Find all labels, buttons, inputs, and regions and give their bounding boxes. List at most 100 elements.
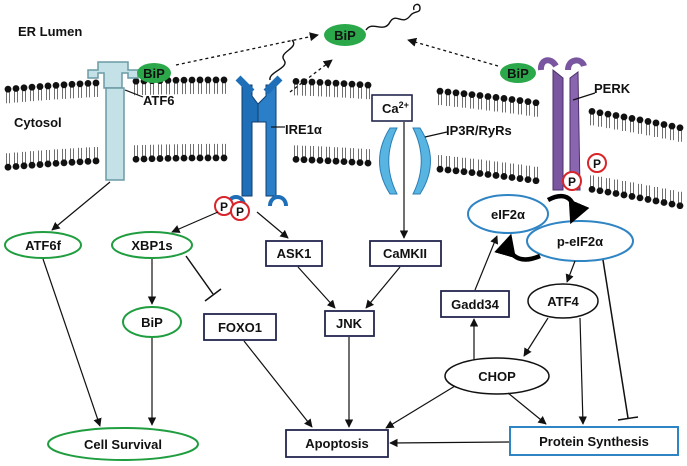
bip-perk-bound <box>500 63 536 83</box>
lipid-head <box>476 92 484 99</box>
lipid-head <box>28 161 36 169</box>
lipid-head <box>76 158 84 166</box>
svg-text:P: P <box>236 205 244 219</box>
lipid-head <box>20 84 28 92</box>
unfolded-protein-bip <box>365 3 421 31</box>
lipid-head <box>20 162 28 170</box>
bip-free-label: BiP <box>334 28 356 43</box>
bip-induced-node: BiP <box>122 306 182 338</box>
perk-label: PERK <box>594 81 631 96</box>
lipid-head <box>444 166 452 174</box>
lipid-head <box>316 78 324 86</box>
lipid-head <box>532 99 540 107</box>
dashed-arrow-ire1-bip <box>289 59 333 93</box>
lipid-head <box>500 173 508 180</box>
lipid-head <box>596 109 604 117</box>
svg-text:JNK: JNK <box>336 316 363 331</box>
svg-text:P: P <box>220 200 228 214</box>
xbp1s-node: XBP1s <box>111 231 193 259</box>
svg-text:XBP1s: XBP1s <box>131 238 172 253</box>
svg-text:eIF2α: eIF2α <box>491 207 525 222</box>
unfolded-protein-ire1 <box>269 39 295 81</box>
lipid-head <box>652 119 660 127</box>
ire1-label: IRE1α <box>285 122 322 137</box>
lipid-head <box>212 76 220 84</box>
lipid-head <box>524 176 532 184</box>
lipid-head <box>84 157 92 165</box>
lipid-head <box>516 97 524 104</box>
perk-phospho-1: P <box>562 171 582 191</box>
lipid-head <box>84 79 92 87</box>
lipid-head <box>628 193 636 200</box>
lipid-head <box>180 76 188 84</box>
lipid-head <box>484 171 492 178</box>
chop-node: CHOP <box>444 357 550 395</box>
lipid-head <box>452 89 460 97</box>
atf6-stalk <box>105 87 125 181</box>
atf6-label: ATF6 <box>143 93 175 108</box>
lipid-head <box>620 113 628 121</box>
lipid-head <box>36 161 44 168</box>
lipid-head <box>444 88 452 96</box>
phosphorylation-arrow <box>546 193 590 225</box>
lipid-head <box>436 87 444 95</box>
lipid-head <box>612 190 620 197</box>
lipid-head <box>348 80 356 88</box>
svg-text:FOXO1: FOXO1 <box>218 320 262 335</box>
lipid-head <box>132 77 140 85</box>
lipid-head <box>636 116 644 124</box>
lipid-head <box>460 90 468 98</box>
camkii-box: CaMKII <box>369 240 442 267</box>
lipid-head <box>220 76 228 84</box>
bip-perk-label: BiP <box>507 66 529 81</box>
lipid-head <box>76 80 84 88</box>
pathway-edges <box>42 122 587 448</box>
atf6f-node: ATF6f <box>4 231 82 259</box>
lipid-head <box>628 115 636 122</box>
lipid-head <box>644 196 652 203</box>
lipid-head <box>316 156 324 164</box>
perk-receptor <box>537 57 587 191</box>
lipid-head <box>492 94 500 101</box>
lipid-head <box>676 124 684 132</box>
ask1-box: ASK1 <box>265 240 323 267</box>
lipid-head <box>324 157 332 165</box>
svg-text:Apoptosis: Apoptosis <box>305 436 369 451</box>
lipid-head <box>604 188 612 196</box>
lipid-head <box>364 159 372 167</box>
lipid-head <box>524 98 532 106</box>
lipid-head <box>636 194 644 202</box>
lipid-head <box>612 112 620 119</box>
lipid-head <box>172 154 180 162</box>
lipid-head <box>660 121 668 128</box>
lipid-head <box>300 156 308 164</box>
lipid-head <box>508 96 516 103</box>
lipid-head <box>332 157 340 165</box>
perk-pointer <box>572 92 596 101</box>
lipid-head <box>324 79 332 87</box>
lipid-head <box>60 81 68 89</box>
dashed-arrow-atf6-bip <box>175 32 319 66</box>
lipid-head <box>356 81 364 89</box>
ip3r-channel <box>379 127 431 195</box>
lipid-head <box>4 163 12 171</box>
lipid-head <box>212 154 220 162</box>
lipid-head <box>468 169 476 176</box>
dashed-arrow-perk-bip <box>407 37 499 67</box>
lipid-head <box>532 177 540 185</box>
lipid-head <box>604 110 612 118</box>
lipid-head <box>484 93 492 100</box>
svg-text:P: P <box>568 175 576 189</box>
lipid-head <box>148 155 156 163</box>
lipid-head <box>196 154 204 162</box>
atf4-node: ATF4 <box>527 283 599 319</box>
atf6-pointer <box>124 89 144 98</box>
lipid-head <box>500 95 508 102</box>
lipid-head <box>52 81 60 89</box>
lipid-head <box>156 155 164 162</box>
lipid-head <box>364 81 372 89</box>
svg-text:CHOP: CHOP <box>478 369 516 384</box>
lipid-head <box>588 108 596 115</box>
inhibition-edges <box>185 255 639 421</box>
lipid-head <box>52 159 60 167</box>
